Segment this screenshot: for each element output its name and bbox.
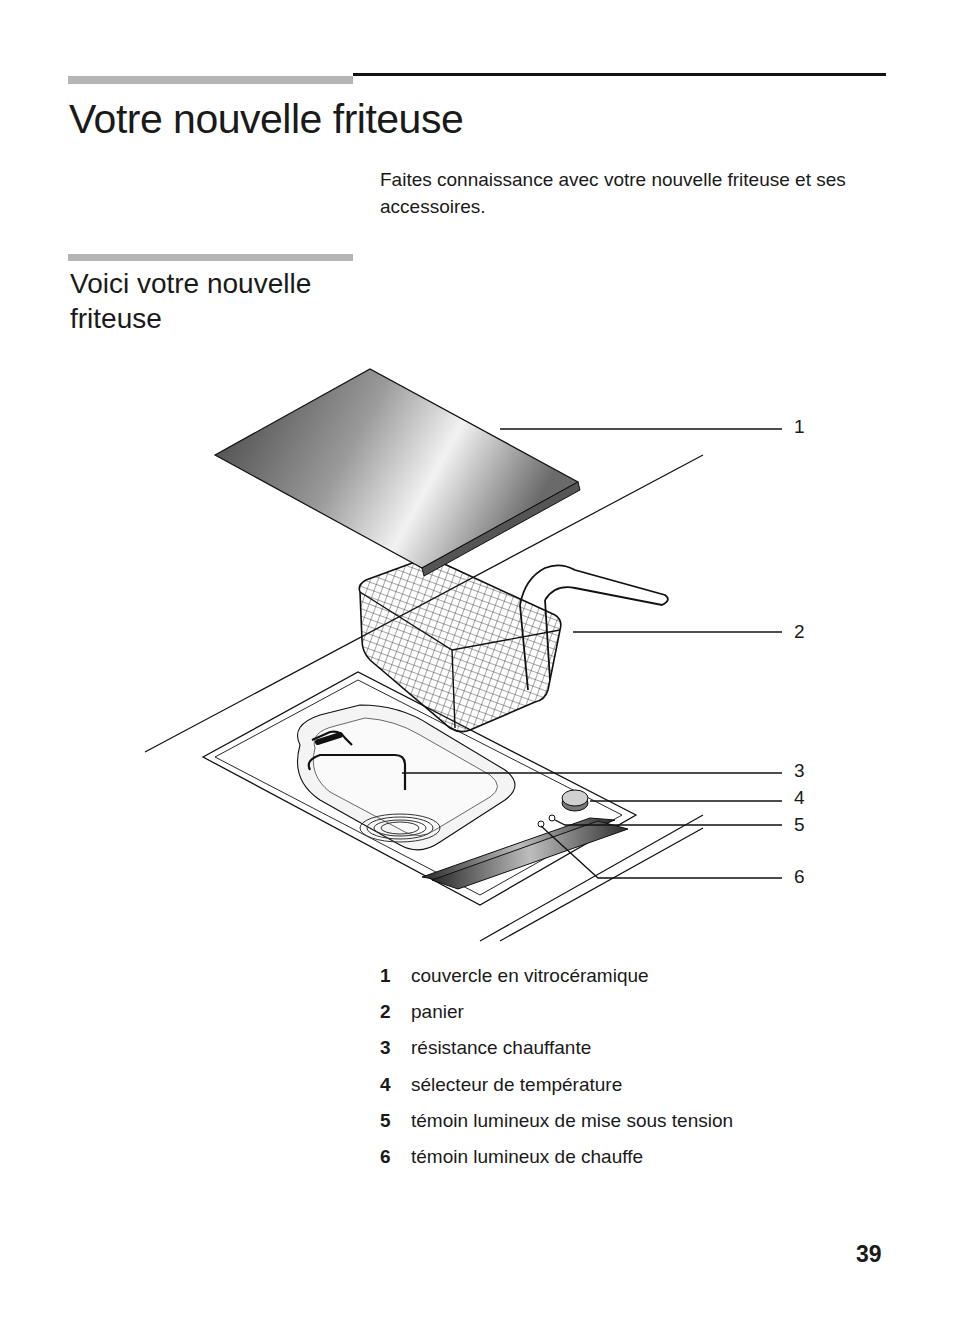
part-name: témoin lumineux de mise sous tension [411, 1109, 733, 1133]
list-number: 4 [380, 1073, 391, 1097]
callout-number: 1 [794, 415, 805, 439]
header-rule [353, 73, 886, 76]
part-name: couvercle en vitrocéramique [411, 964, 649, 988]
fryer-body [203, 672, 636, 905]
list-number: 6 [380, 1145, 391, 1169]
part-name: sélecteur de température [411, 1073, 622, 1097]
list-number: 3 [380, 1036, 391, 1060]
intro-text: Faites connaissance avec votre nouvelle … [380, 166, 870, 220]
list-number: 2 [380, 1000, 391, 1024]
list-number: 1 [380, 964, 391, 988]
page-number: 39 [856, 1240, 882, 1269]
header-bar [68, 76, 353, 84]
callout-number: 6 [794, 865, 805, 889]
leader-line [402, 429, 782, 878]
section-bar [68, 254, 353, 261]
page-title: Votre nouvelle friteuse [69, 96, 463, 143]
callout-number: 4 [794, 786, 805, 810]
callout-number: 3 [794, 759, 805, 783]
part-name: témoin lumineux de chauffe [411, 1145, 643, 1169]
callout-number: 2 [794, 620, 805, 644]
glass-ceramic-lid [215, 369, 580, 576]
callout-number: 5 [794, 813, 805, 837]
basket [359, 559, 668, 732]
list-number: 5 [380, 1109, 391, 1133]
part-name: résistance chauffante [411, 1036, 591, 1060]
section-heading: Voici votre nouvelle friteuse [70, 266, 370, 336]
part-name: panier [411, 1000, 464, 1024]
